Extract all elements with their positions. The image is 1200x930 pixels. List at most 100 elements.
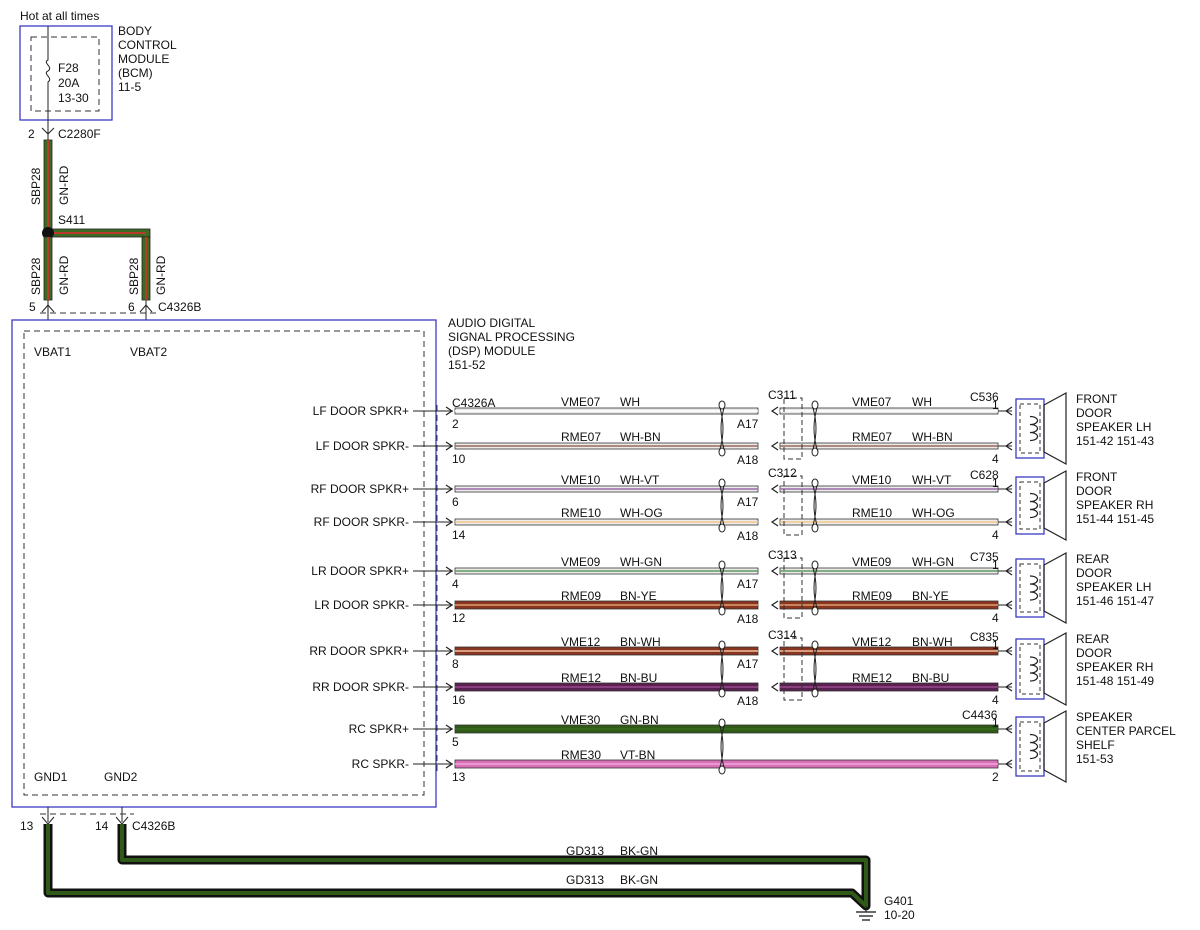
dsp-pin-label: RR DOOR SPKR+ [309, 644, 409, 658]
speaker-name-line: SPEAKER RH [1076, 498, 1153, 512]
dsp-pin-label: RC SPKR- [352, 757, 409, 771]
twist-line [813, 407, 818, 450]
twist-marker [811, 400, 819, 410]
wire-color: WH-BN [912, 430, 953, 444]
speaker-pin: 1 [992, 716, 999, 730]
twist-line [719, 567, 724, 609]
speaker-inner-boundary [1019, 403, 1041, 454]
inline-connector: C311 [768, 388, 796, 402]
pin-arrow-icon [1004, 441, 1013, 451]
ground-pin: 14 [95, 819, 109, 833]
dsp-pin-label: LR DOOR SPKR+ [311, 564, 409, 578]
connector-icon [139, 300, 153, 320]
pin-arrow-icon [445, 646, 454, 656]
wire-color: WH-BN [620, 430, 661, 444]
wire-color: WH-VT [912, 473, 952, 487]
dsp-pin-label: RF DOOR SPKR- [314, 515, 409, 529]
wire-color: BN-YE [912, 589, 949, 603]
pin-arrow-icon [1004, 406, 1013, 416]
speaker-name-line: DOOR [1076, 566, 1112, 580]
dsp-output-connector: C4326A [452, 396, 495, 410]
connector-arrow-icon [770, 484, 779, 494]
twist-marker [718, 640, 726, 650]
twist-marker [811, 523, 819, 533]
wire-color: BN-BU [620, 671, 657, 685]
twist-line [720, 567, 725, 609]
fuse-ref: 13-30 [58, 91, 89, 105]
speaker-name-line: DOOR [1076, 406, 1112, 420]
wire-circuit: RME09 [852, 589, 892, 603]
ground-pin: 13 [20, 819, 34, 833]
speaker-pin: 4 [992, 693, 999, 707]
supply-color: GN-RD [57, 165, 71, 205]
bcm-pin: 2 [28, 127, 35, 141]
pin-arrow-icon [1004, 566, 1013, 576]
bcm-name-line: MODULE [118, 52, 169, 66]
splice-label: S411 [58, 213, 85, 227]
wire-circuit: RME30 [561, 748, 601, 762]
bcm-connector: C2280F [58, 127, 101, 141]
gnd1-label: GND1 [34, 770, 68, 784]
twist-marker [718, 478, 726, 488]
supply-section: SBP28 GN-RD S411 SBP28 GN-RD SBP28 GN-RD… [29, 139, 201, 320]
bcm-ref: 11-5 [118, 80, 141, 94]
twist-marker [718, 688, 726, 698]
dsp-ref: 151-52 [448, 358, 486, 372]
pin-arrow-icon [445, 724, 454, 734]
speaker-pin: 4 [992, 528, 999, 542]
speaker-cone-icon [1043, 469, 1067, 542]
ground-wire-circuit: GD313 [566, 844, 604, 858]
vbat2-label: VBAT2 [130, 345, 167, 359]
pin-arrow-icon [445, 517, 454, 527]
wire-color: WH-GN [620, 555, 662, 569]
wire-color: WH [912, 395, 932, 409]
dsp-pin-label: RC SPKR+ [349, 722, 409, 736]
speaker-pin: 4 [992, 452, 999, 466]
twist-marker [718, 765, 726, 775]
inline-pin: A18 [737, 694, 759, 708]
bcm-inner-boundary [30, 36, 100, 112]
branch-color: GN-RD [57, 255, 71, 295]
speaker-name-line: REAR [1076, 632, 1110, 646]
ground-ref: 10-20 [884, 908, 915, 922]
ground-wire-color: BK-GN [620, 873, 658, 887]
speaker-cone-icon [1043, 631, 1067, 707]
pin-arrow-icon [1004, 724, 1013, 734]
wire-color: WH [620, 395, 640, 409]
speaker-inner-boundary [1019, 563, 1041, 613]
wire-circuit: RME09 [561, 589, 601, 603]
pin-arrow-icon [445, 759, 454, 769]
fuse-icon [45, 26, 51, 120]
twist-marker [811, 478, 819, 488]
wire-circuit: RME12 [852, 671, 892, 685]
twist-line [720, 647, 725, 691]
connector-icon [41, 120, 55, 140]
wire-color: BN-WH [620, 635, 661, 649]
dsp-pin-number: 14 [452, 528, 466, 542]
speaker-connector: C536 [970, 390, 999, 404]
twist-marker [811, 640, 819, 650]
pin-arrow-icon [1004, 646, 1013, 656]
wire-color: WH-OG [620, 506, 663, 520]
bcm-name-line: CONTROL [118, 38, 177, 52]
speaker-inner-boundary [1019, 643, 1041, 695]
speaker-inner-boundary [1019, 481, 1041, 530]
speaker-pin: 1 [992, 398, 999, 412]
pin-arrow-icon [1004, 600, 1013, 610]
speaker-name-line: DOOR [1076, 484, 1112, 498]
inline-pin: A18 [737, 453, 759, 467]
supply-circuit: SBP28 [29, 167, 43, 205]
speaker-pin: 2 [992, 770, 999, 784]
dsp-pin-label: LF DOOR SPKR+ [313, 404, 409, 418]
dsp-pin-number: 6 [452, 495, 459, 509]
inline-pin: A18 [737, 529, 759, 543]
speaker-pin: 4 [992, 611, 999, 625]
pin-arrow-icon [445, 406, 454, 416]
pin-arrow-icon [445, 441, 454, 451]
wire-circuit: RME10 [561, 506, 601, 520]
pin-arrow-icon [1004, 759, 1013, 769]
wire-color: GN-BN [620, 713, 659, 727]
twist-marker [718, 447, 726, 457]
dsp-pin-number: 13 [452, 770, 466, 784]
dsp-pin-number: 8 [452, 657, 459, 671]
